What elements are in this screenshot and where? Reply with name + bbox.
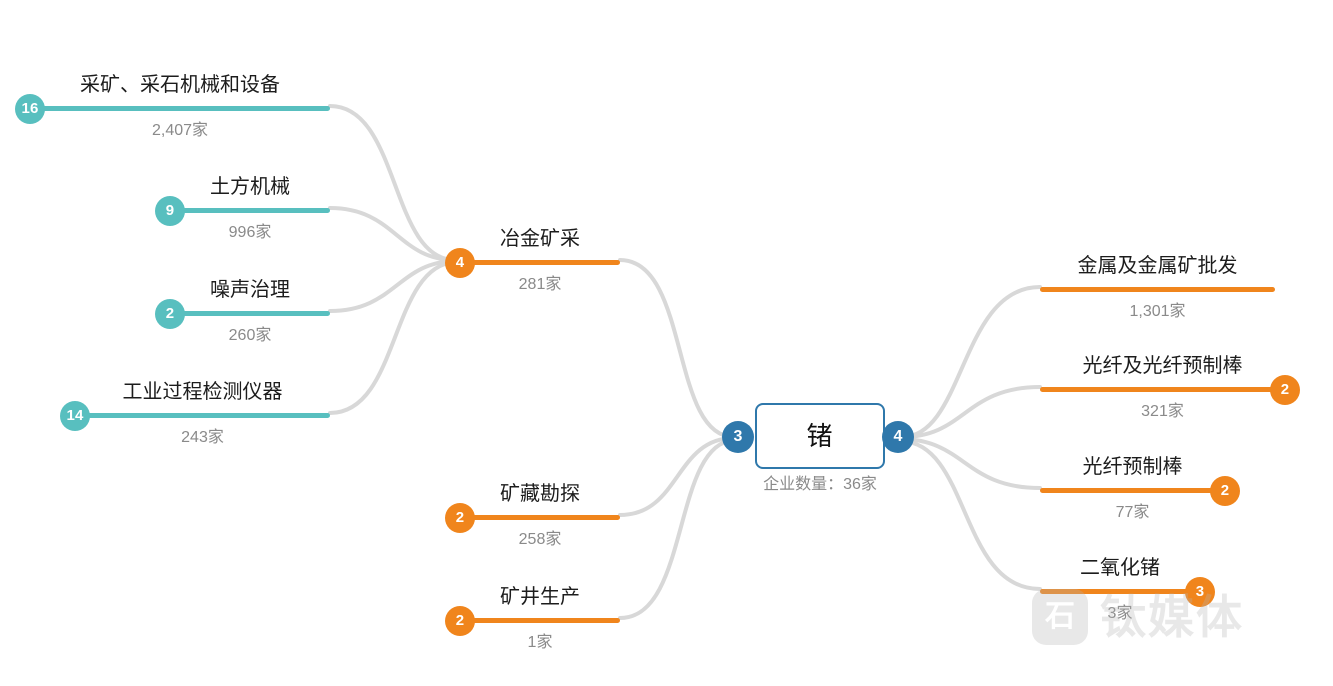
link-earthmoving-to-hub xyxy=(328,206,457,262)
link-center-to-fiber-preform xyxy=(900,437,1042,490)
node-count: 2,407家 xyxy=(151,122,209,139)
node-count: 996家 xyxy=(228,224,272,241)
node-bar xyxy=(460,260,620,265)
node-bar xyxy=(170,311,330,316)
node-bar xyxy=(1040,387,1285,392)
node-count: 258家 xyxy=(518,531,562,548)
node-badge[interactable]: 3 xyxy=(1185,576,1215,607)
node-title: 矿藏勘探 xyxy=(500,483,580,505)
node-badge[interactable]: 2 xyxy=(445,605,475,636)
node-badge[interactable]: 14 xyxy=(60,400,90,431)
node-title: 噪声治理 xyxy=(210,279,290,301)
node-badge[interactable]: 2 xyxy=(155,298,185,329)
node-title: 工业过程检测仪器 xyxy=(122,381,283,403)
link-center-to-germanium-dioxide xyxy=(900,439,1042,591)
node-count: 243家 xyxy=(181,429,224,446)
node-count: 1,301家 xyxy=(1129,303,1186,320)
node-badge[interactable]: 16 xyxy=(15,93,45,124)
node-bar xyxy=(1040,287,1275,292)
node-title: 光纤预制棒 xyxy=(1082,456,1183,478)
link-noise-to-hub xyxy=(328,259,457,313)
node-title: 矿井生产 xyxy=(500,586,580,608)
link-hub-to-center xyxy=(618,258,736,439)
center-badge-right[interactable]: 4 xyxy=(882,421,914,453)
node-count: 3家 xyxy=(1107,605,1133,622)
node-count: 260家 xyxy=(228,327,272,344)
center-node-germanium[interactable]: 锗 xyxy=(755,403,885,469)
node-bar xyxy=(170,208,330,213)
node-bar xyxy=(1040,589,1200,594)
node-title: 土方机械 xyxy=(210,176,290,198)
node-count: 1家 xyxy=(527,634,553,651)
node-title: 光纤及光纤预制棒 xyxy=(1082,355,1243,377)
node-badge[interactable]: 2 xyxy=(1210,475,1240,506)
link-center-to-fiber-preform-combo xyxy=(900,385,1042,439)
center-node-label: 锗 xyxy=(806,421,834,451)
node-title: 二氧化锗 xyxy=(1080,557,1160,579)
node-bar xyxy=(30,106,330,111)
node-bar xyxy=(460,515,620,520)
node-count: 77家 xyxy=(1115,504,1150,521)
link-exploration-to-center xyxy=(618,436,736,517)
node-badge[interactable]: 2 xyxy=(1270,374,1300,405)
node-badge[interactable]: 4 xyxy=(445,247,475,278)
node-bar xyxy=(460,618,620,623)
node-title: 冶金矿采 xyxy=(500,228,580,250)
node-count: 321家 xyxy=(1141,403,1184,420)
node-badge[interactable]: 2 xyxy=(445,502,475,533)
node-bar xyxy=(75,413,330,418)
center-node-caption: 企业数量：36家 xyxy=(763,476,877,493)
link-instruments-to-hub xyxy=(328,260,457,415)
node-bar xyxy=(1040,488,1225,493)
link-mine-production-to-center xyxy=(618,438,736,620)
node-title: 金属及金属矿批发 xyxy=(1077,255,1238,277)
center-badge-left[interactable]: 3 xyxy=(722,421,754,453)
node-count: 281家 xyxy=(518,276,562,293)
link-mining-machinery-to-hub xyxy=(328,104,457,262)
link-center-to-metal-wholesale xyxy=(900,285,1042,439)
node-title: 采矿、采石机械和设备 xyxy=(80,74,280,96)
node-badge[interactable]: 9 xyxy=(155,195,185,226)
